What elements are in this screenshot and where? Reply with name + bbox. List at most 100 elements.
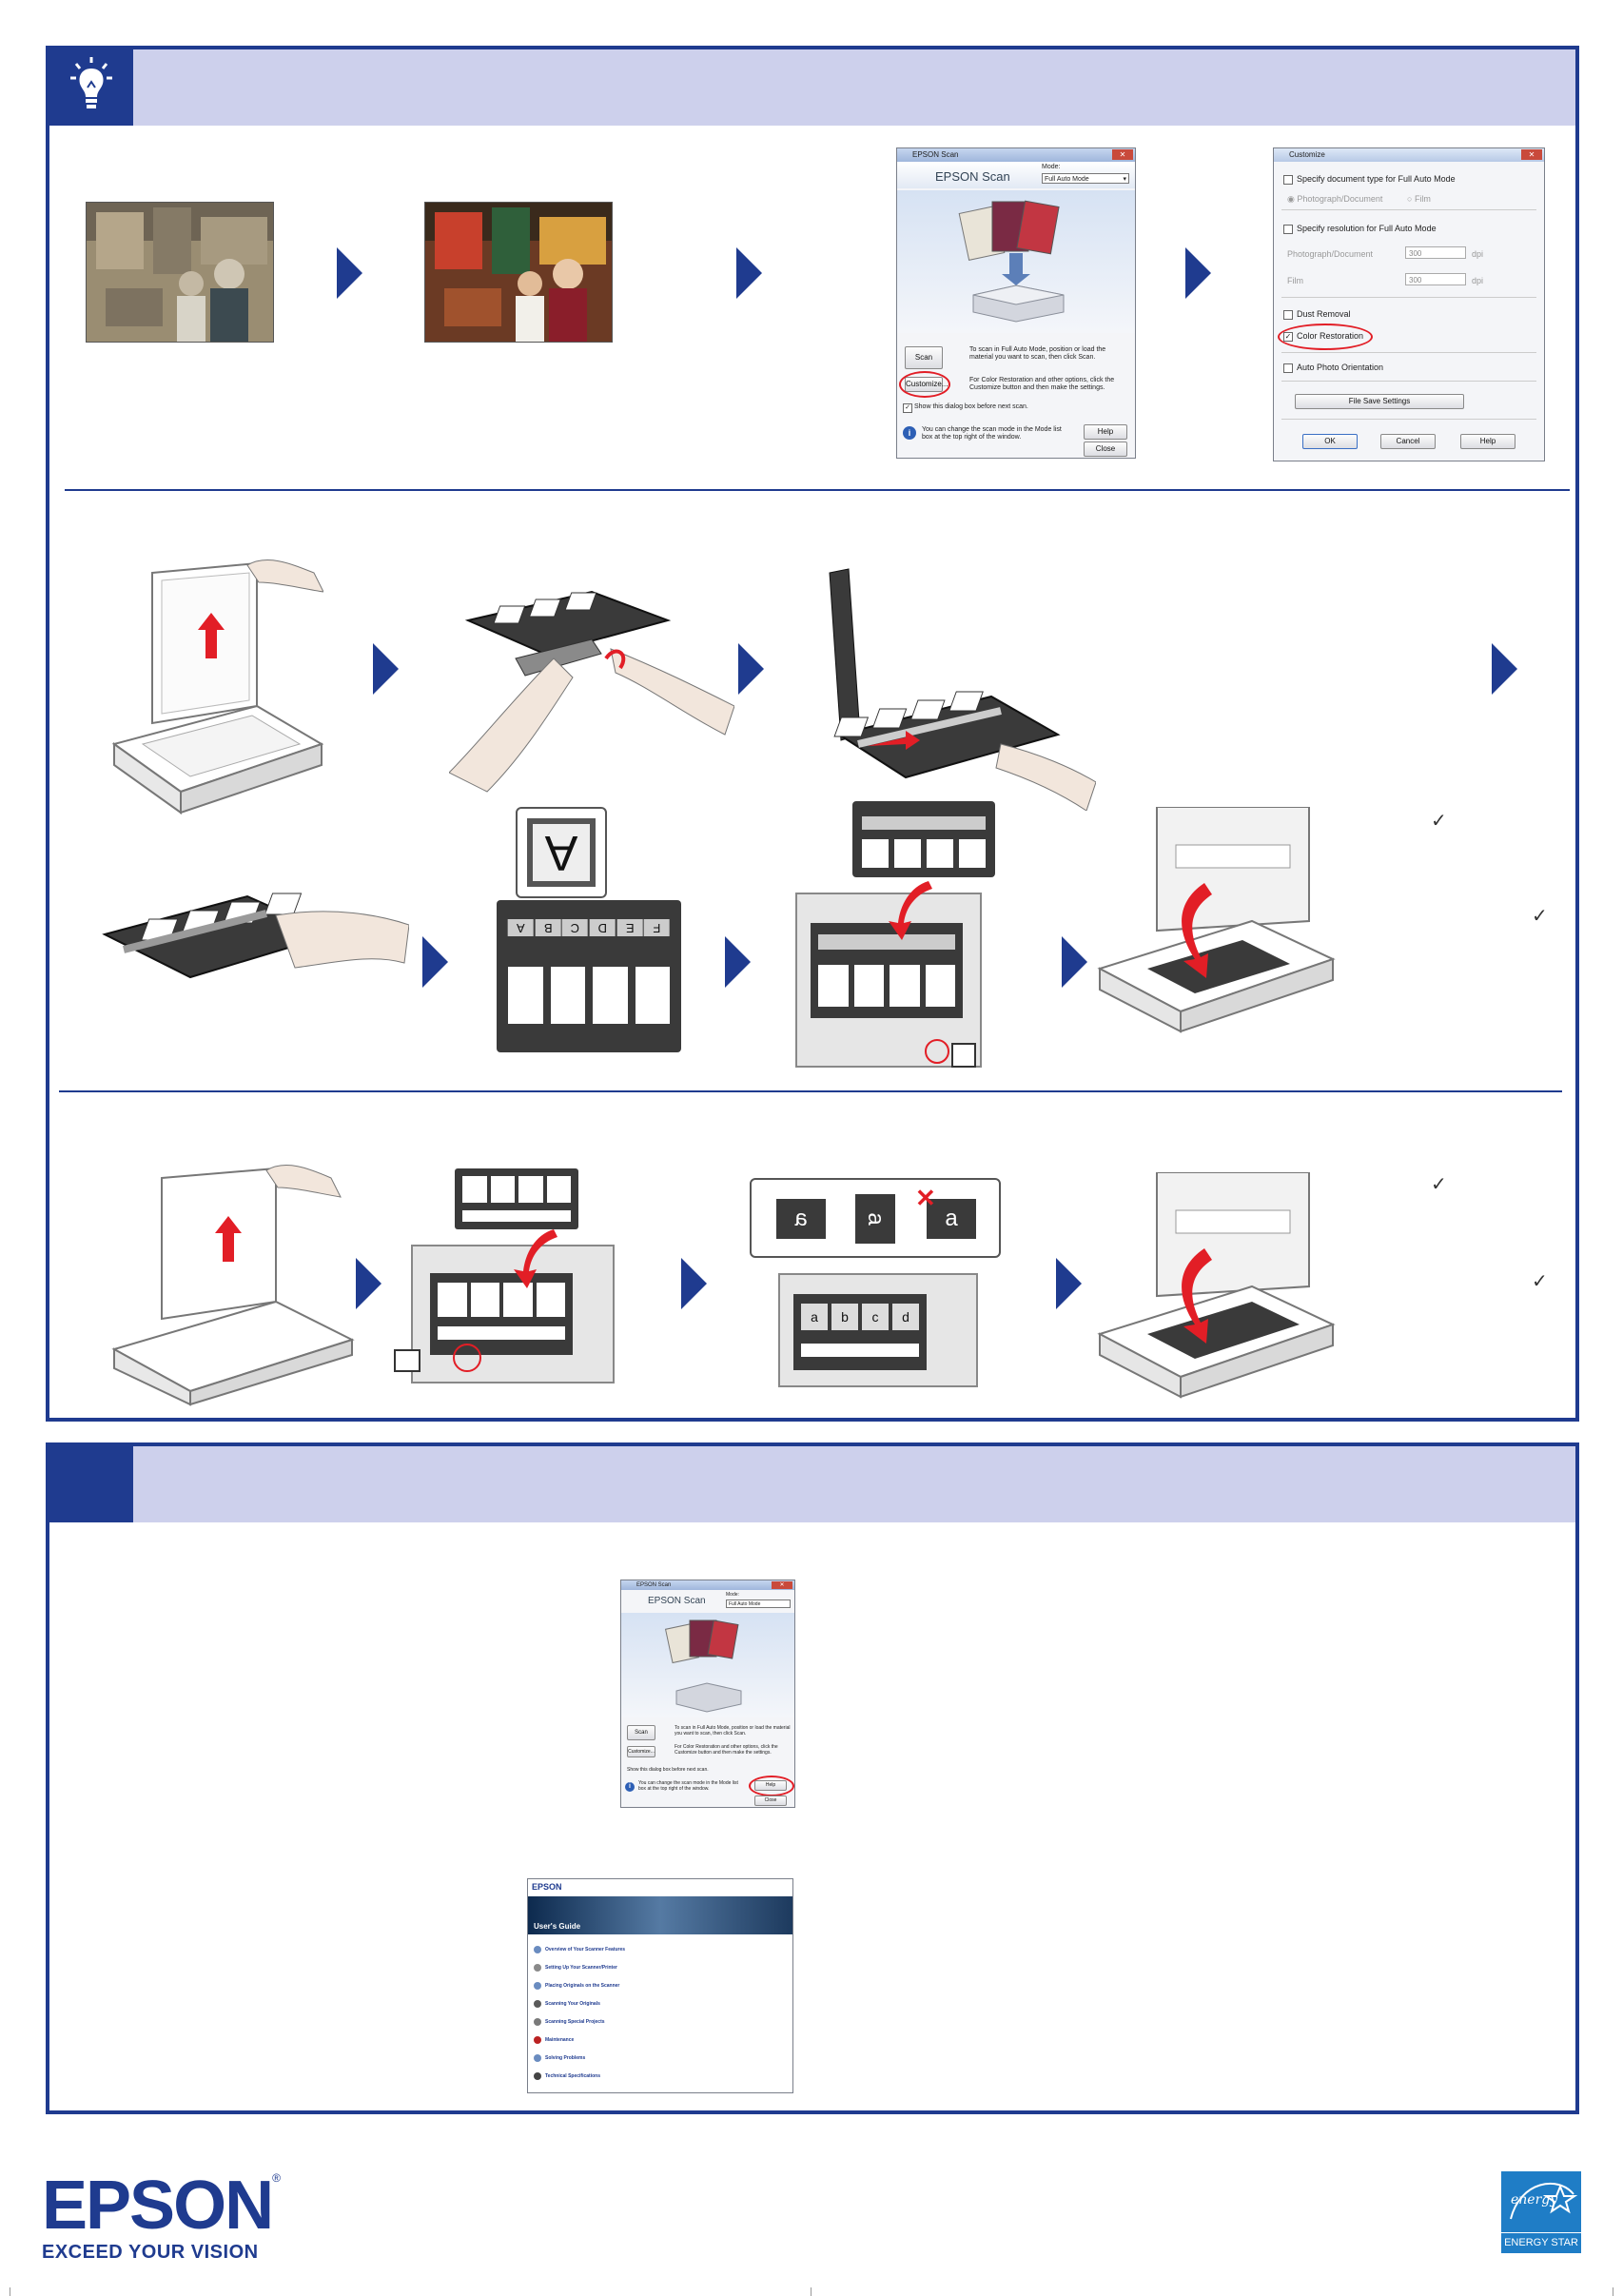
auto-orientation-label: Auto Photo Orientation [1297,363,1384,372]
film-frame-rotated: a [855,1194,895,1244]
holder-letter: A [544,825,578,880]
magnified-frame: A [516,807,607,898]
chapter-link: Scanning Your Originals [545,2000,600,2007]
film-frame: A [527,818,596,887]
film-letter: E [616,919,643,936]
list-item[interactable]: Solving Problems [534,2049,787,2067]
frame-letter: a [794,1206,808,1231]
photo-doc-radio[interactable]: ◉ Photograph/Document [1287,194,1383,204]
close-button[interactable]: Close [1084,442,1127,457]
arrow-right-icon [736,247,762,299]
help-button[interactable]: Help [1460,434,1515,449]
show-dialog-checkbox[interactable]: ✓ [903,403,912,413]
star-icon [1510,2182,1578,2220]
section-tab [49,1446,133,1522]
film-letter: A [508,919,534,936]
section-divider [59,1090,1562,1092]
chevron-down-icon: ▾ [1123,176,1126,183]
scan-button-label: Scan [914,353,933,362]
res-photo-select[interactable]: 300 [1405,246,1466,259]
res-film-value: 300 [1409,276,1422,285]
arrow-right-icon [725,936,751,988]
tagline: EXCEED YOUR VISION [42,2242,259,2263]
list-item[interactable]: Technical Specifications [534,2067,787,2085]
res-film-select[interactable]: 300 [1405,273,1466,285]
close-icon[interactable]: ✕ [1112,149,1133,160]
scanner-lid-open-illustration [111,559,323,814]
chapter-link: Solving Problems [545,2054,586,2061]
mode-select[interactable]: Full Auto Mode ▾ [1042,173,1129,184]
chapter-icon [534,1981,541,1990]
chapter-icon [534,2053,541,2062]
auto-orientation-checkbox[interactable] [1283,363,1293,373]
cancel-label: Cancel [1396,437,1420,445]
list-item[interactable]: Setting Up Your Scanner/Printer [534,1958,787,1976]
res-photo-value: 300 [1409,249,1422,258]
close-button[interactable]: Close [754,1796,787,1806]
list-item[interactable]: Scanning Special Projects [534,2012,787,2031]
doc-type-checkbox[interactable] [1283,175,1293,185]
lightbulb-icon [70,57,112,108]
resolution-checkbox[interactable] [1283,225,1293,234]
section-header-band [49,1446,1575,1522]
film-letter: C [562,919,589,936]
film-radio[interactable]: ○ Film [1407,194,1431,204]
chapter-link: Technical Specifications [545,2072,600,2079]
customize-button-label: Customize... [628,1749,655,1755]
letter: D [597,921,608,935]
section-divider [65,489,1570,491]
strip-holder-on-glass-illustration [394,1168,630,1387]
cancel-button[interactable]: Cancel [1380,434,1436,449]
users-guide-top: EPSON [528,1879,792,1897]
window-title: EPSON Scan [912,150,959,159]
info-text: You can change the scan mode in the Mode… [638,1780,738,1792]
list-item[interactable]: Scanning Your Originals [534,1994,787,2012]
chapter-icon [534,2017,541,2026]
checkmark-icon: ✓ [1431,1174,1447,1195]
show-dialog-label: Show this dialog box before next scan. [914,403,1028,410]
registered-mark: ® [272,2171,281,2185]
list-item[interactable]: Maintenance [534,2031,787,2049]
dust-removal-label: Dust Removal [1297,309,1351,319]
customize-instructions: For Color Restoration and other options,… [969,377,1115,391]
close-icon[interactable]: ✕ [772,1581,792,1589]
close-icon[interactable]: ✕ [1521,149,1542,160]
file-save-settings-label: File Save Settings [1348,397,1411,405]
customize-button[interactable]: Customize... [627,1746,655,1757]
users-guide-window: EPSON User's Guide Overview of Your Scan… [527,1878,793,2093]
help-panel: EPSON Scan ✕ EPSON Scan Mode: Full Auto … [46,1442,1579,2114]
scan-button[interactable]: Scan [905,346,943,369]
chapter-link: Scanning Special Projects [545,2018,605,2025]
resolution-label: Specify resolution for Full Auto Mode [1297,224,1437,233]
users-guide-banner: User's Guide [528,1896,792,1934]
scan-instructions: To scan in Full Auto Mode, position or l… [969,346,1106,361]
film-orientation-demo: a a a ✕ a b c d [750,1178,1001,1387]
window-title: Customize [1289,150,1325,159]
mode-select[interactable]: Full Auto Mode [726,1599,791,1608]
users-guide-logo: EPSON [532,1882,562,1892]
dpi-label: dpi [1472,276,1484,285]
customize-window: Customize ✕ Specify document type for Fu… [1273,147,1545,461]
film-letter: D [590,919,616,936]
arrow-right-icon [356,1258,381,1309]
energy-star-badge: energy [1501,2171,1581,2232]
help-label: Help [1479,437,1496,445]
film-frame-wrong: a [927,1199,976,1239]
chapter-link: Placing Originals on the Scanner [545,1982,620,1989]
file-save-settings-button[interactable]: File Save Settings [1295,394,1464,409]
arrow-right-icon [337,247,362,299]
help-button[interactable]: Help [1084,424,1127,440]
mode-select-value: Full Auto Mode [729,1601,761,1607]
remove-holder-illustration [449,590,734,793]
scan-button[interactable]: Scan [627,1725,655,1740]
film-letter: B [535,919,561,936]
close-button-label: Close [1095,444,1116,453]
checkmark-icon: ✓ [1431,811,1447,832]
chapter-icon [534,1999,541,2008]
dust-removal-checkbox[interactable] [1283,310,1293,320]
list-item[interactable]: Placing Originals on the Scanner [534,1976,787,1994]
ok-button[interactable]: OK [1302,434,1358,449]
res-film-label: Film [1287,276,1303,285]
list-item[interactable]: Overview of Your Scanner Features [534,1940,787,1958]
tips-panel: EPSON Scan ✕ EPSON Scan Mode: Full Auto … [46,46,1579,1422]
